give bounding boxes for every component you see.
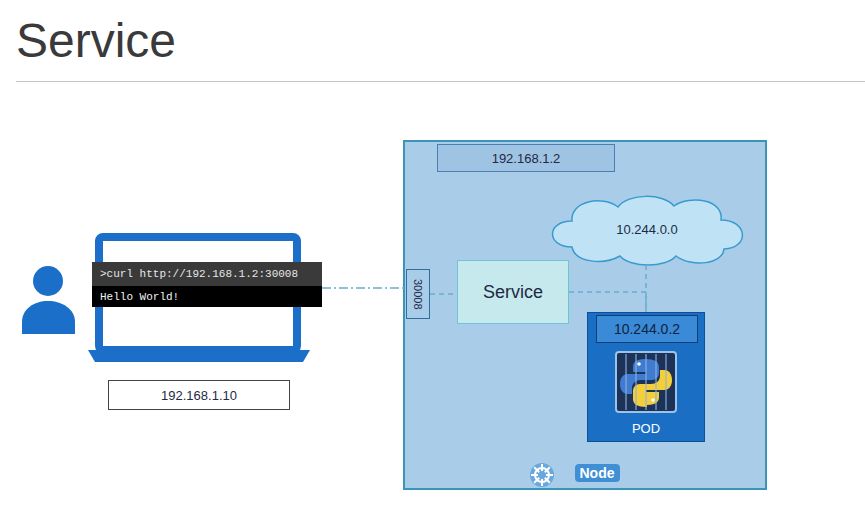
pod-box: 10.244.0.2POD (587, 312, 705, 442)
pod-label-slot: POD (588, 417, 704, 439)
network-cloud: 10.244.0.0 (542, 192, 752, 267)
dashed-connector (430, 294, 457, 295)
port-label: 30008 (412, 279, 424, 310)
service-label: Service (483, 282, 543, 303)
port-label-slot: 30008 (407, 270, 429, 318)
pod-ip-label: 10.244.0.2 (614, 321, 680, 337)
python-container-icon (615, 351, 677, 413)
output-text-slot: Hello World! (92, 286, 322, 307)
node-box: Node 192.168.1.2 10.244.0.0 30008 Service 10.… (403, 140, 767, 490)
node-label: Node (575, 464, 620, 482)
dashed-connector (322, 288, 406, 289)
ip-label-slot: 192.168.1.2 (438, 145, 614, 171)
network-label: 10.244.0.0 (616, 222, 677, 237)
connector-line (569, 292, 646, 312)
ip-label: 192.168.1.2 (492, 151, 561, 166)
service-box: Service (457, 260, 569, 324)
output-text: Hello World! (100, 291, 179, 303)
service-label-slot: Service (458, 261, 568, 323)
page-title: Service (16, 13, 176, 68)
ip-box: 192.168.1.10 (108, 380, 290, 410)
ip-label: 192.168.1.10 (161, 388, 237, 403)
command-text: >curl http://192.168.1.2:30008 (100, 268, 298, 280)
terminal-box: >curl http://192.168.1.2:30008Hello Worl… (92, 262, 322, 307)
title-slot: Service (16, 8, 176, 72)
ip-box: 192.168.1.2 (437, 144, 615, 172)
helm-icon (529, 462, 555, 488)
dashed-connector (569, 292, 646, 312)
ip-label-slot: 192.168.1.10 (109, 381, 289, 409)
pod-label: POD (632, 421, 660, 436)
title-rule (16, 81, 865, 82)
connector-line (322, 287, 406, 289)
connector-line (645, 265, 647, 312)
dashed-connector (646, 265, 647, 312)
pod-ip-label-slot: 10.244.0.2 (596, 315, 698, 343)
connector-line (430, 293, 457, 295)
command-text-slot: >curl http://192.168.1.2:30008 (92, 262, 322, 286)
person-icon (10, 260, 100, 340)
port-box: 30008 (406, 269, 430, 319)
node-label-slot: Node (405, 460, 765, 486)
network-label-slot: 10.244.0.0 (542, 192, 752, 267)
